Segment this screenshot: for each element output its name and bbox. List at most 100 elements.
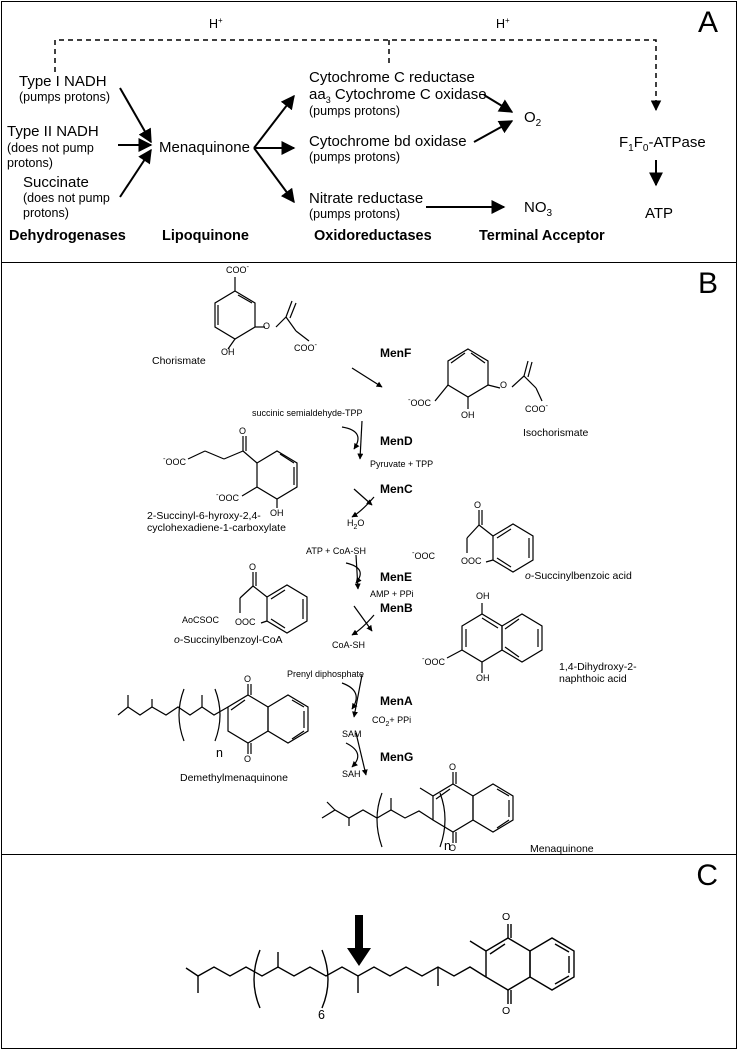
proton-label-left: H+: [209, 16, 223, 32]
panel-b: B: [1, 262, 737, 855]
mk-n: n: [444, 839, 451, 853]
demethyl-label: Demethylmenaquinone: [180, 772, 288, 784]
type2-nadh-note-2: protons): [7, 156, 53, 170]
menG-label: MenG: [380, 750, 414, 764]
mk-structure-c: [185, 924, 575, 1009]
arrow-menG-sam: [345, 742, 359, 768]
succinate-note-2: protons): [23, 206, 69, 220]
atp-coash-label: ATP + CoA-SH: [306, 546, 366, 556]
chorismate-oh: OH: [221, 347, 235, 357]
osbcoa-aocsoc: AoCSOC: [182, 615, 220, 625]
menA-label: MenA: [380, 694, 413, 708]
osbcoa-label: o-Succinylbenzoyl-CoA: [174, 634, 283, 646]
isochorismate-oh: OH: [461, 410, 475, 420]
type2-nadh-note-1: (does not pump: [7, 141, 94, 155]
dhna-structure: [446, 603, 543, 673]
osb-ooc: -OOC: [412, 548, 436, 561]
cytc-oxidase-label: aa3 Cytochrome C oxidase: [309, 86, 487, 105]
shchc-label-2: cyclohexadiene-1-carboxylate: [147, 522, 286, 534]
osb-o: O: [474, 500, 482, 510]
isochorismate-coo: COO-: [525, 401, 549, 414]
repeat-count: 6: [318, 1008, 325, 1022]
heading-oxidoreductases: Oxidoreductases: [314, 228, 432, 244]
isochorismate-structure: [434, 348, 543, 409]
prenyl-label: Prenyl diphosphate: [287, 669, 365, 679]
menF-label: MenF: [380, 346, 412, 360]
panel-c-structure: [185, 915, 575, 1009]
panel-a: A H+ H+ Type I NADH (pumps protons) Type…: [1, 1, 737, 263]
cytbd-note: (pumps protons): [309, 150, 401, 164]
type1-nadh-note: (pumps protons): [19, 90, 111, 104]
heading-lipoquinone: Lipoquinone: [162, 228, 249, 244]
co2-ppi-label: CO2+ PPi: [372, 715, 412, 728]
heading-terminal-acceptor: Terminal Acceptor: [479, 228, 605, 244]
cytbd-label: Cytochrome bd oxidase: [309, 133, 467, 150]
mk-o-top: O: [449, 762, 457, 772]
panel-b-structures: [117, 277, 543, 848]
panel-b-label: B: [697, 267, 718, 300]
shchc-ooc-2: -OOC: [216, 490, 240, 503]
water-label: H2O: [347, 518, 365, 531]
menaquinone-structure: [321, 772, 514, 848]
arrow-menB: [353, 605, 373, 632]
demethyl-n: n: [216, 746, 223, 760]
osb-ooc-2: OOC: [461, 556, 482, 566]
heading-dehydrogenases: Dehydrogenases: [9, 228, 126, 244]
panel-a-label: A: [697, 6, 718, 39]
menaquinone-label-b: Menaquinone: [530, 843, 594, 855]
amp-ppi-label: AMP + PPi: [370, 589, 414, 599]
panel-c-label: C: [696, 859, 718, 892]
osbcoa-o: O: [249, 562, 257, 572]
shchc-oh: OH: [270, 508, 284, 518]
succinate-label: Succinate: [23, 174, 89, 191]
chorismate-coo: COO-: [226, 262, 250, 275]
c-o-bottom: O: [502, 1005, 511, 1017]
arrow-menA: [352, 674, 363, 718]
demethyl-o-bottom: O: [244, 754, 252, 764]
menB-label: MenB: [380, 601, 413, 615]
arrow-mq-to-nitrate: [253, 147, 295, 204]
cytc-reductase-label: Cytochrome C reductase: [309, 69, 475, 86]
demethyl-o-top: O: [244, 674, 252, 684]
menE-label: MenE: [380, 570, 413, 584]
menD-label: MenD: [380, 434, 413, 448]
chorismate-o: O: [263, 321, 271, 331]
arrow-cytbd-to-o2: [473, 120, 514, 143]
type1-nadh-label: Type I NADH: [19, 73, 107, 90]
arrow-menD: [357, 420, 364, 460]
chorismate-structure: [214, 277, 310, 350]
chorismate-coo-2: COO-: [294, 340, 318, 353]
shchc-label-1: 2-Succinyl-6-hyroxy-2,4-: [147, 510, 261, 522]
arrow-type1-to-mq: [119, 87, 152, 144]
arrow-cytc-to-o2: [483, 94, 514, 113]
shchc-ooc: -OOC: [163, 454, 187, 467]
isochorismate-label: Isochorismate: [523, 427, 589, 439]
isochorismate-ooc: -OOC: [408, 395, 432, 408]
mk-o-bottom: O: [449, 843, 457, 853]
dhna-label-1: 1,4-Dihydroxy-2-: [559, 661, 637, 673]
osbcoa-structure: [239, 572, 308, 634]
ssa-tpp-label: succinic semialdehyde-TPP: [252, 408, 363, 418]
shchc-o: O: [239, 426, 247, 436]
proton-label-right: H+: [496, 16, 510, 32]
succinate-note-1: (does not pump: [23, 191, 110, 205]
isochorismate-o: O: [500, 380, 508, 390]
o2-label: O2: [524, 109, 542, 129]
arrow-menG: [355, 732, 368, 776]
arrow-succ-to-mq: [119, 148, 152, 198]
arrow-menF: [351, 367, 383, 388]
atp-label: ATP: [645, 205, 674, 222]
nitrate-reductase-label: Nitrate reductase: [309, 190, 424, 207]
osbcoa-ooc: OOC: [235, 617, 256, 627]
sam-label: SAM: [342, 729, 362, 739]
arrow-mq-to-cytc: [253, 94, 295, 149]
menaquinone-label: Menaquinone: [159, 139, 250, 156]
sah-label: SAH: [342, 769, 361, 779]
cleavage-arrow: [347, 915, 371, 966]
dhna-oh-top: OH: [476, 591, 490, 601]
proton-dashed-line: [54, 39, 662, 112]
panel-a-arrows: [54, 39, 663, 214]
arrow-menE: [354, 554, 361, 590]
demethylmenaquinone-structure: [117, 684, 309, 754]
chorismate-label: Chorismate: [152, 355, 206, 367]
